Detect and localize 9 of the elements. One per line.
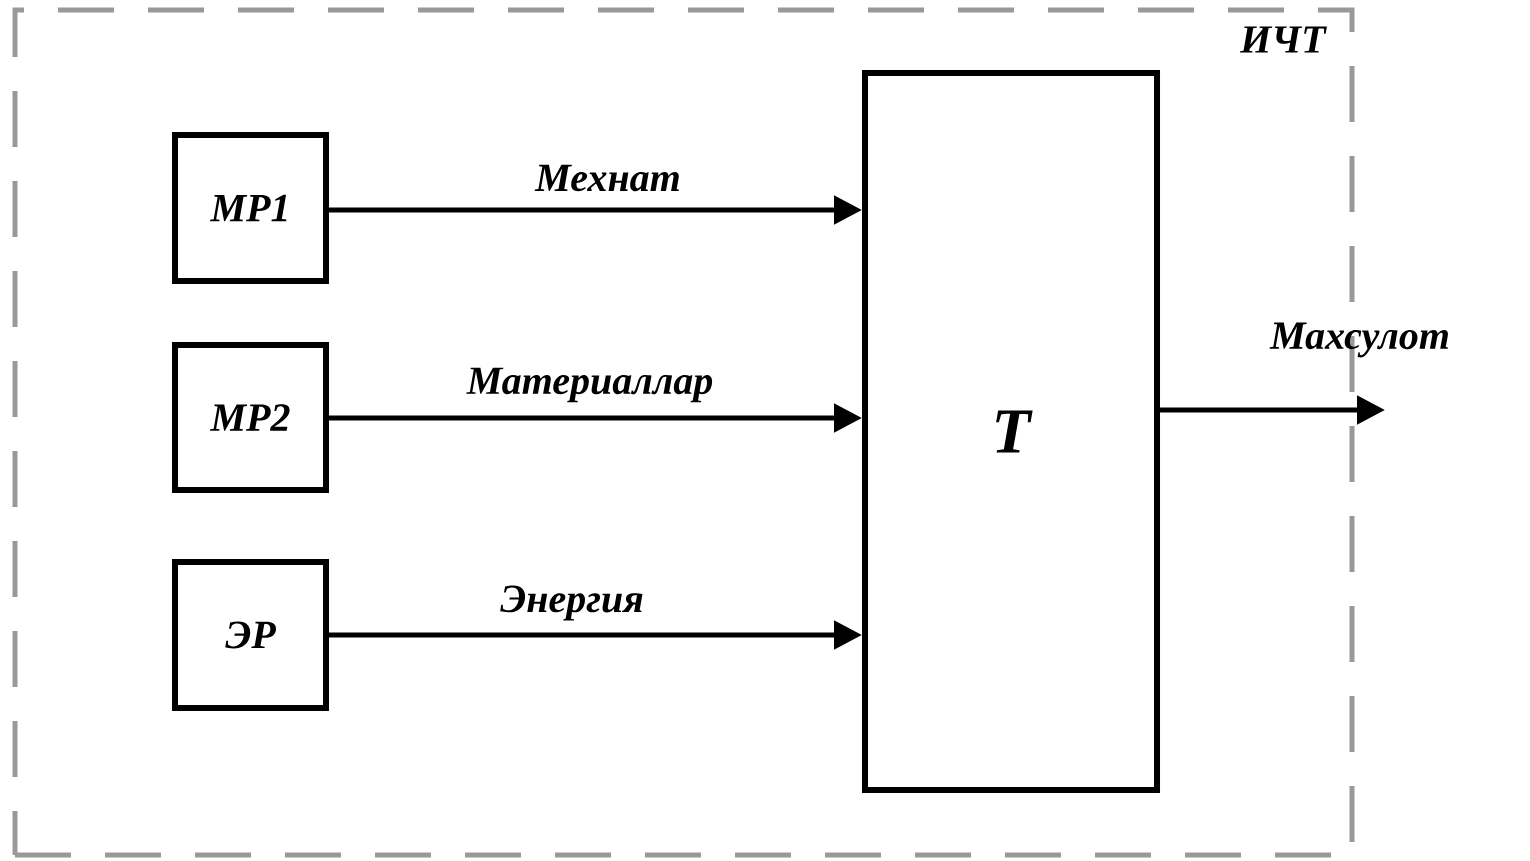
process-box: МР2 — [172, 342, 329, 493]
edge-label: Мехнат — [534, 164, 679, 192]
box-heading: ИЧТ — [1239, 26, 1327, 53]
edge-label: Энергия — [500, 585, 643, 621]
process-block: Т — [862, 70, 1160, 793]
process-box: МР1 — [172, 132, 329, 284]
edge-label: Материаллар — [466, 367, 713, 403]
edge-label: Махсулот — [1269, 322, 1449, 358]
process-box: ЭР — [172, 559, 329, 711]
